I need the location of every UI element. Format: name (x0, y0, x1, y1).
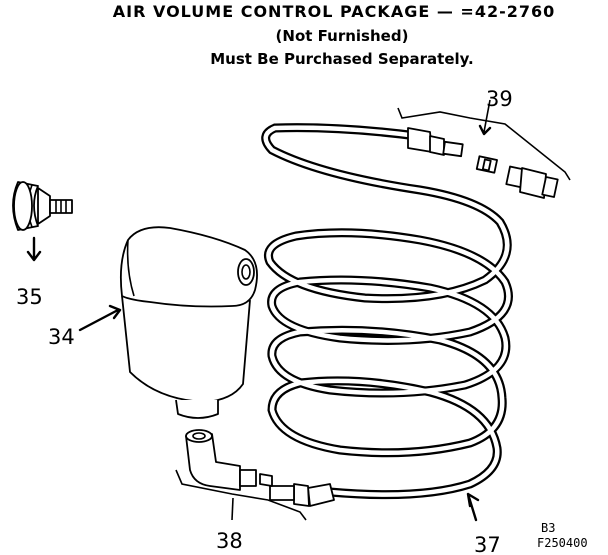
diagram-title: AIR VOLUME CONTROL PACKAGE — =42-2760 (112, 2, 556, 21)
diagram-subtitle: (Not Furnished) (275, 27, 409, 45)
leader-37 (466, 492, 480, 522)
callout-39: 39 (486, 87, 513, 111)
diagram-note: Must Be Purchased Separately. (210, 50, 474, 68)
callout-35: 35 (16, 285, 43, 309)
part-37-coiled-hose (261, 123, 513, 507)
leader-34 (78, 304, 122, 332)
callout-38: 38 (216, 529, 243, 553)
part-38-elbow-fittings (175, 429, 307, 521)
callout-34: 34 (48, 325, 75, 349)
part-35-reducer-fitting (12, 181, 73, 231)
part-34-filter-bowl (119, 226, 258, 419)
callout-37: 37 (474, 533, 501, 555)
drawing-code-line1: B3 (541, 521, 555, 535)
part-39-connector-set (397, 99, 571, 199)
drawing-code-line2: F250400 (537, 536, 588, 550)
leader-35 (26, 236, 42, 262)
